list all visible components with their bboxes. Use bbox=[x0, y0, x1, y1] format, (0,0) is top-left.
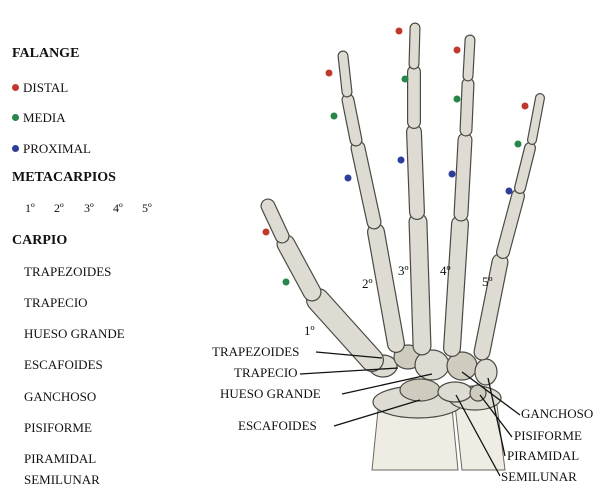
media-marker-ring bbox=[454, 96, 461, 103]
metacarpal-label-3: 3º bbox=[398, 263, 409, 278]
little-finger-bones bbox=[482, 98, 540, 352]
figure-label-semilunar: SEMILUNAR bbox=[501, 469, 577, 484]
figure-label-hueso-grande: HUESO GRANDE bbox=[220, 386, 321, 401]
figure-label-ganchoso: GANCHOSO bbox=[521, 406, 593, 421]
phalanx-markers bbox=[263, 28, 529, 286]
ring-finger-bones bbox=[452, 40, 470, 348]
proximal-marker-ring bbox=[449, 171, 456, 178]
metacarpal-label-4: 4º bbox=[440, 263, 451, 278]
metacarpal-label-5: 5º bbox=[482, 274, 493, 289]
distal-marker-middle bbox=[396, 28, 403, 35]
distal-marker-ring bbox=[454, 47, 461, 54]
distal-marker-little bbox=[522, 103, 529, 110]
distal-marker-thumb bbox=[263, 229, 270, 236]
middle-finger-bones bbox=[414, 28, 422, 346]
metacarpal-label-1: 1º bbox=[304, 323, 315, 338]
proximal-marker-index bbox=[345, 175, 352, 182]
figure-label-pisiforme: PISIFORME bbox=[514, 428, 582, 443]
media-marker-little bbox=[515, 141, 522, 148]
figure-label-piramidal: PIRAMIDAL bbox=[507, 448, 579, 463]
distal-marker-index bbox=[326, 70, 333, 77]
proximal-marker-little bbox=[506, 188, 513, 195]
forearm-bones bbox=[372, 386, 505, 470]
media-marker-middle bbox=[402, 76, 409, 83]
media-marker-thumb bbox=[283, 279, 290, 286]
figure-label-trapecio: TRAPECIO bbox=[234, 365, 298, 380]
metacarpal-label-2: 2º bbox=[362, 276, 373, 291]
proximal-marker-middle bbox=[398, 157, 405, 164]
index-finger-bones bbox=[343, 56, 396, 344]
media-marker-index bbox=[331, 113, 338, 120]
figure-label-escafoides: ESCAFOIDES bbox=[238, 418, 317, 433]
figure-label-trapezoides: TRAPEZOIDES bbox=[212, 344, 299, 359]
